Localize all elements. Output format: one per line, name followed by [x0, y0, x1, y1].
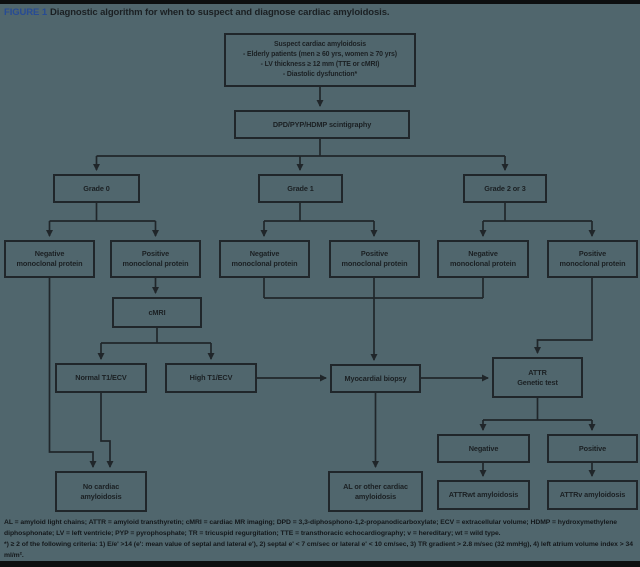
node-text: ATTR [528, 367, 547, 377]
figure-caption: Diagnostic algorithm for when to suspect… [50, 7, 390, 18]
node-grade-1: Grade 1 [258, 174, 343, 203]
node-positive-monoclonal-grade23: Positive monoclonal protein [547, 240, 638, 278]
node-text: DPD/PYP/HDMP scintigraphy [272, 119, 372, 129]
node-text: cMRI [148, 307, 166, 317]
node-text: Normal T1/ECV [75, 373, 127, 383]
node-text: - LV thickness ≥ 12 mm (TTE or cMRI) [260, 61, 380, 68]
node-grade-2-or-3: Grade 2 or 3 [463, 174, 547, 203]
node-text: No cardiac [82, 481, 120, 491]
node-text: Suspect cardiac amyloidosis [274, 40, 366, 48]
node-text: monoclonal protein [341, 259, 408, 268]
figure-label: FIGURE 1 [4, 7, 48, 18]
node-text: ATTRwt amyloidosis [448, 490, 519, 500]
node-no-cardiac-amyloidosis: No cardiac amyloidosis [55, 471, 147, 512]
node-text: monoclonal protein [122, 259, 189, 268]
node-negative-monoclonal-grade1: Negative monoclonal protein [219, 240, 310, 278]
node-text: AL or other cardiac [343, 481, 408, 491]
abbreviations-text: AL = amyloid light chains; ATTR = amyloi… [4, 519, 618, 537]
node-text: - Elderly patients (men ≥ 60 yrs, women … [243, 50, 397, 58]
node-text: Myocardial biopsy [344, 373, 407, 383]
node-negative-monoclonal-grade0: Negative monoclonal protein [4, 240, 95, 278]
node-genetic-negative: Negative [437, 434, 530, 463]
diastolic-criteria-text: *) ≥ 2 of the following criteria: 1) E/e… [4, 540, 633, 559]
node-text: Negative [468, 249, 498, 259]
node-text: ATTRv amyloidosis [559, 490, 626, 500]
node-text: monoclonal protein [231, 259, 298, 268]
node-negative-monoclonal-grade23: Negative monoclonal protein [437, 240, 529, 278]
node-text: monoclonal protein [450, 259, 516, 268]
node-scintigraphy: DPD/PYP/HDMP scintigraphy [234, 110, 410, 139]
node-normal-t1-ecv: Normal T1/ECV [55, 363, 147, 393]
bottom-rule [0, 561, 640, 567]
node-text: Grade 2 or 3 [484, 183, 526, 193]
node-text: amyloidosis [80, 491, 122, 501]
node-cmri: cMRI [112, 297, 202, 328]
top-rule [0, 0, 640, 4]
node-text: Positive [578, 443, 607, 453]
node-positive-monoclonal-grade0: Positive monoclonal protein [110, 240, 201, 278]
node-text: Grade 1 [287, 183, 314, 193]
node-genetic-positive: Positive [547, 434, 638, 463]
node-text: Grade 0 [83, 183, 110, 193]
node-myocardial-biopsy: Myocardial biopsy [330, 364, 421, 393]
node-text: Genetic test [517, 377, 558, 387]
node-high-t1-ecv: High T1/ECV [165, 363, 257, 393]
node-al-or-other-cardiac-amyloidosis: AL or other cardiac amyloidosis [328, 471, 423, 512]
node-text: amyloidosis [354, 491, 397, 501]
node-text: - Diastolic dysfunction* [282, 71, 358, 79]
figure-footnotes: AL = amyloid light chains; ATTR = amyloi… [4, 518, 636, 562]
node-text: Positive [141, 249, 170, 259]
node-text: monoclonal protein [16, 259, 83, 268]
node-text: Negative [249, 249, 280, 259]
node-text: Negative [468, 443, 499, 453]
node-text: Negative [34, 249, 65, 259]
node-positive-monoclonal-grade1: Positive monoclonal protein [329, 240, 420, 278]
node-text: Positive [578, 249, 607, 259]
node-attr-genetic-test: ATTR Genetic test [492, 357, 583, 398]
node-grade-0: Grade 0 [53, 174, 140, 203]
node-attrwt-amyloidosis: ATTRwt amyloidosis [437, 480, 530, 510]
node-text: High T1/ECV [189, 373, 233, 383]
node-text: monoclonal protein [559, 259, 626, 268]
node-text: Positive [360, 249, 389, 259]
node-attrv-amyloidosis: ATTRv amyloidosis [547, 480, 638, 510]
node-suspect-cardiac-amyloidosis: Suspect cardiac amyloidosis - Elderly pa… [224, 33, 416, 87]
